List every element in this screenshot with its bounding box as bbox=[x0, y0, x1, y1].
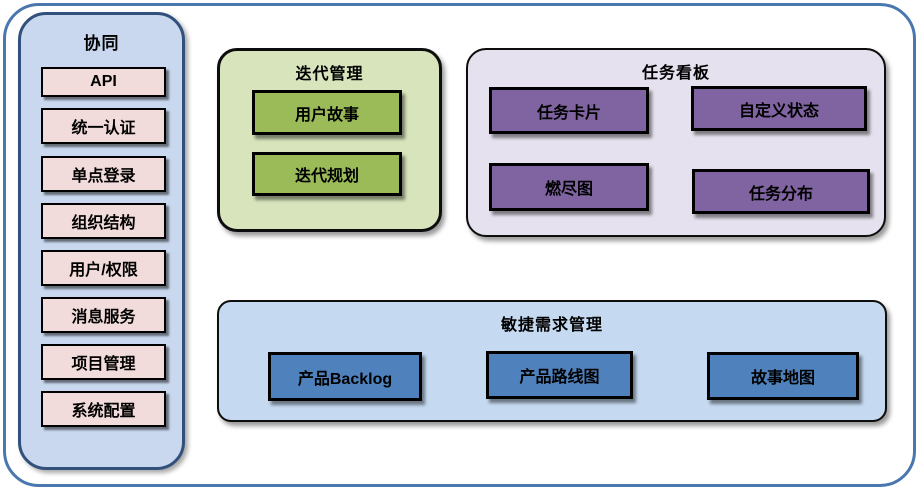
item-custom-status: 自定义状态 bbox=[691, 86, 867, 131]
item-product-roadmap: 产品路线图 bbox=[486, 351, 633, 399]
item-unified-auth: 统一认证 bbox=[41, 108, 166, 144]
group-iteration-title: 迭代管理 bbox=[295, 66, 364, 83]
item-project-management: 项目管理 bbox=[41, 344, 166, 380]
item-org-structure: 组织结构 bbox=[41, 203, 166, 239]
group-agile-title: 敏捷需求管理 bbox=[500, 317, 603, 334]
group-agile-requirement-management: 敏捷需求管理 产品Backlog 产品路线图 故事地图 bbox=[217, 300, 887, 422]
item-system-config: 系统配置 bbox=[41, 391, 166, 427]
item-single-sign-on: 单点登录 bbox=[41, 156, 166, 192]
item-task-card: 任务卡片 bbox=[489, 87, 649, 134]
item-burndown-chart: 燃尽图 bbox=[489, 163, 649, 211]
item-product-backlog: 产品Backlog bbox=[268, 352, 422, 401]
item-api: API bbox=[41, 67, 166, 97]
group-task-board: 任务看板 任务卡片 自定义状态 燃尽图 任务分布 bbox=[466, 48, 886, 237]
item-user-story: 用户故事 bbox=[252, 90, 402, 135]
group-iteration-management: 迭代管理 用户故事 迭代规划 bbox=[217, 48, 442, 232]
item-user-permission: 用户/权限 bbox=[41, 250, 166, 286]
item-message-service: 消息服务 bbox=[41, 297, 166, 333]
item-iteration-planning: 迭代规划 bbox=[252, 152, 402, 196]
group-collaboration: 协同 API 统一认证 单点登录 组织结构 用户/权限 消息服务 项目管理 系统… bbox=[18, 12, 185, 470]
item-story-map: 故事地图 bbox=[707, 352, 859, 400]
group-task-board-title: 任务看板 bbox=[641, 65, 710, 82]
item-task-distribution: 任务分布 bbox=[692, 169, 870, 214]
group-collaboration-title: 协同 bbox=[83, 34, 120, 53]
